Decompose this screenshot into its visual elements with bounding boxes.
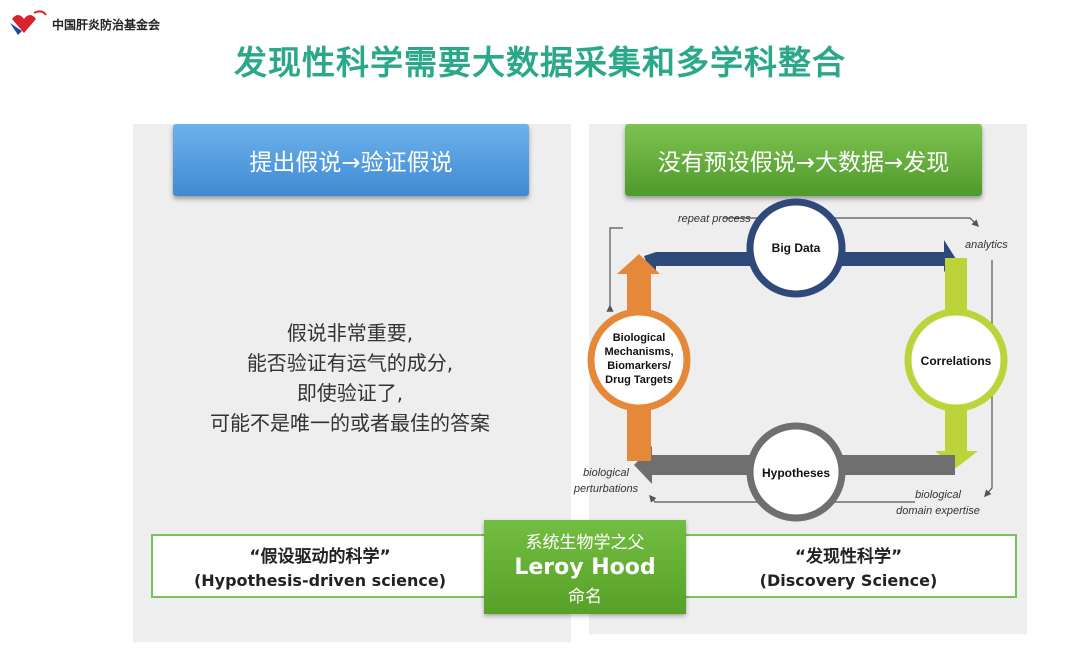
hypotheses-label: Hypotheses (762, 466, 830, 480)
description-line: 即使验证了, (296, 381, 404, 405)
repeat-process-label: repeat process (678, 213, 751, 225)
discovery-science-band: “发现性科学” (Discovery Science) (680, 534, 1017, 598)
discovery-band-title: “发现性科学” (794, 547, 903, 567)
big-data-node: Big Data (746, 198, 846, 298)
foundation-logo: 中国肝炎防治基金会 (8, 8, 178, 40)
perturbations-label-line: biological (583, 467, 629, 479)
discovery-band-subtitle: (Discovery Science) (759, 571, 938, 590)
discovery-header: 没有预设假说→大数据→发现 (625, 124, 982, 196)
mechanisms-label-line: Drug Targets (605, 374, 673, 386)
logo-text: 中国肝炎防治基金会 (52, 17, 161, 32)
hypothesis-description: 假说非常重要, 能否验证有运气的成分, 即使验证了, 可能不是唯一的或者最佳的答… (170, 318, 530, 438)
ribbon-heart-logo-icon (10, 10, 47, 35)
domain-label-line: biological (915, 489, 961, 501)
hypothesis-driven-band: “假设驱动的科学” (Hypothesis-driven science) (151, 534, 489, 598)
domain-label-line: domain expertise (896, 505, 980, 517)
hypothesis-header: 提出假说→验证假说 (173, 124, 529, 196)
page-title: 发现性科学需要大数据采集和多学科整合 (234, 43, 846, 82)
badge-line1: 系统生物学之父 (525, 532, 645, 553)
description-line: 假说非常重要, (286, 321, 414, 345)
mechanisms-node: Biological Mechanisms, Biomarkers/ Drug … (587, 308, 691, 412)
analytics-label: analytics (965, 239, 1008, 251)
badge-line3: 命名 (568, 586, 602, 607)
big-data-label: Big Data (772, 241, 821, 255)
mechanisms-label-line: Biological (613, 332, 666, 344)
correlations-node: Correlations (904, 308, 1008, 412)
correlations-label: Correlations (921, 354, 992, 368)
description-line: 能否验证有运气的成分, (246, 351, 454, 375)
hypothesis-band-title: “假设驱动的科学” (249, 547, 391, 567)
badge-name: Leroy Hood (514, 554, 656, 580)
discovery-cycle-diagram: Big Data Correlations Hypotheses Biologi… (573, 198, 1008, 522)
cycle-arrow-repeat (606, 227, 623, 312)
description-line: 可能不是唯一的或者最佳的答案 (210, 411, 490, 435)
mechanisms-label-line: Biomarkers/ (607, 360, 671, 372)
mechanisms-label-line: Mechanisms, (604, 346, 673, 358)
hypothesis-band-subtitle: (Hypothesis-driven science) (193, 571, 447, 590)
hypotheses-node: Hypotheses (746, 422, 846, 522)
leroy-hood-badge: 系统生物学之父 Leroy Hood 命名 (484, 520, 686, 614)
perturbations-label-line: perturbations (573, 483, 639, 495)
